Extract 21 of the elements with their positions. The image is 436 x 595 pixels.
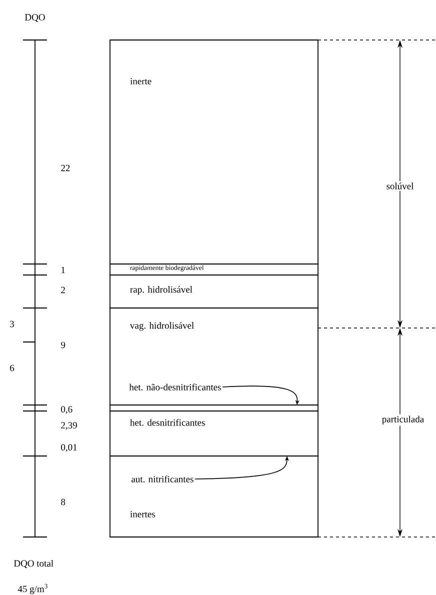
component-label: aut. nitrificantes [132, 476, 194, 482]
value-label: 2,39 [61, 422, 77, 430]
thin-band [110, 404, 318, 412]
range-label: solúvel [384, 181, 416, 191]
axis-caption: DQO total [14, 560, 54, 568]
band: inerte [110, 40, 318, 264]
value-label: 0,01 [61, 444, 77, 452]
value-label: 2 [61, 286, 65, 294]
value-label: 6 [10, 364, 14, 372]
value-label: 22 [61, 164, 70, 172]
value-label: 3 [10, 320, 14, 328]
axis-caption: 45 g/m$^{3}$ [18, 584, 48, 594]
band: rap. hidrolisável [110, 274, 318, 308]
band: het. desnitrificantes [110, 410, 318, 456]
axis-title: DQO [24, 14, 45, 22]
range-label: particulada [380, 414, 426, 426]
value-label: 9 [61, 342, 66, 348]
value-label: 8 [61, 498, 66, 506]
component-label: het. não-desnitrificantes [129, 384, 221, 390]
value-label: 1 [62, 266, 65, 274]
value-label: 0,6 [61, 406, 72, 414]
